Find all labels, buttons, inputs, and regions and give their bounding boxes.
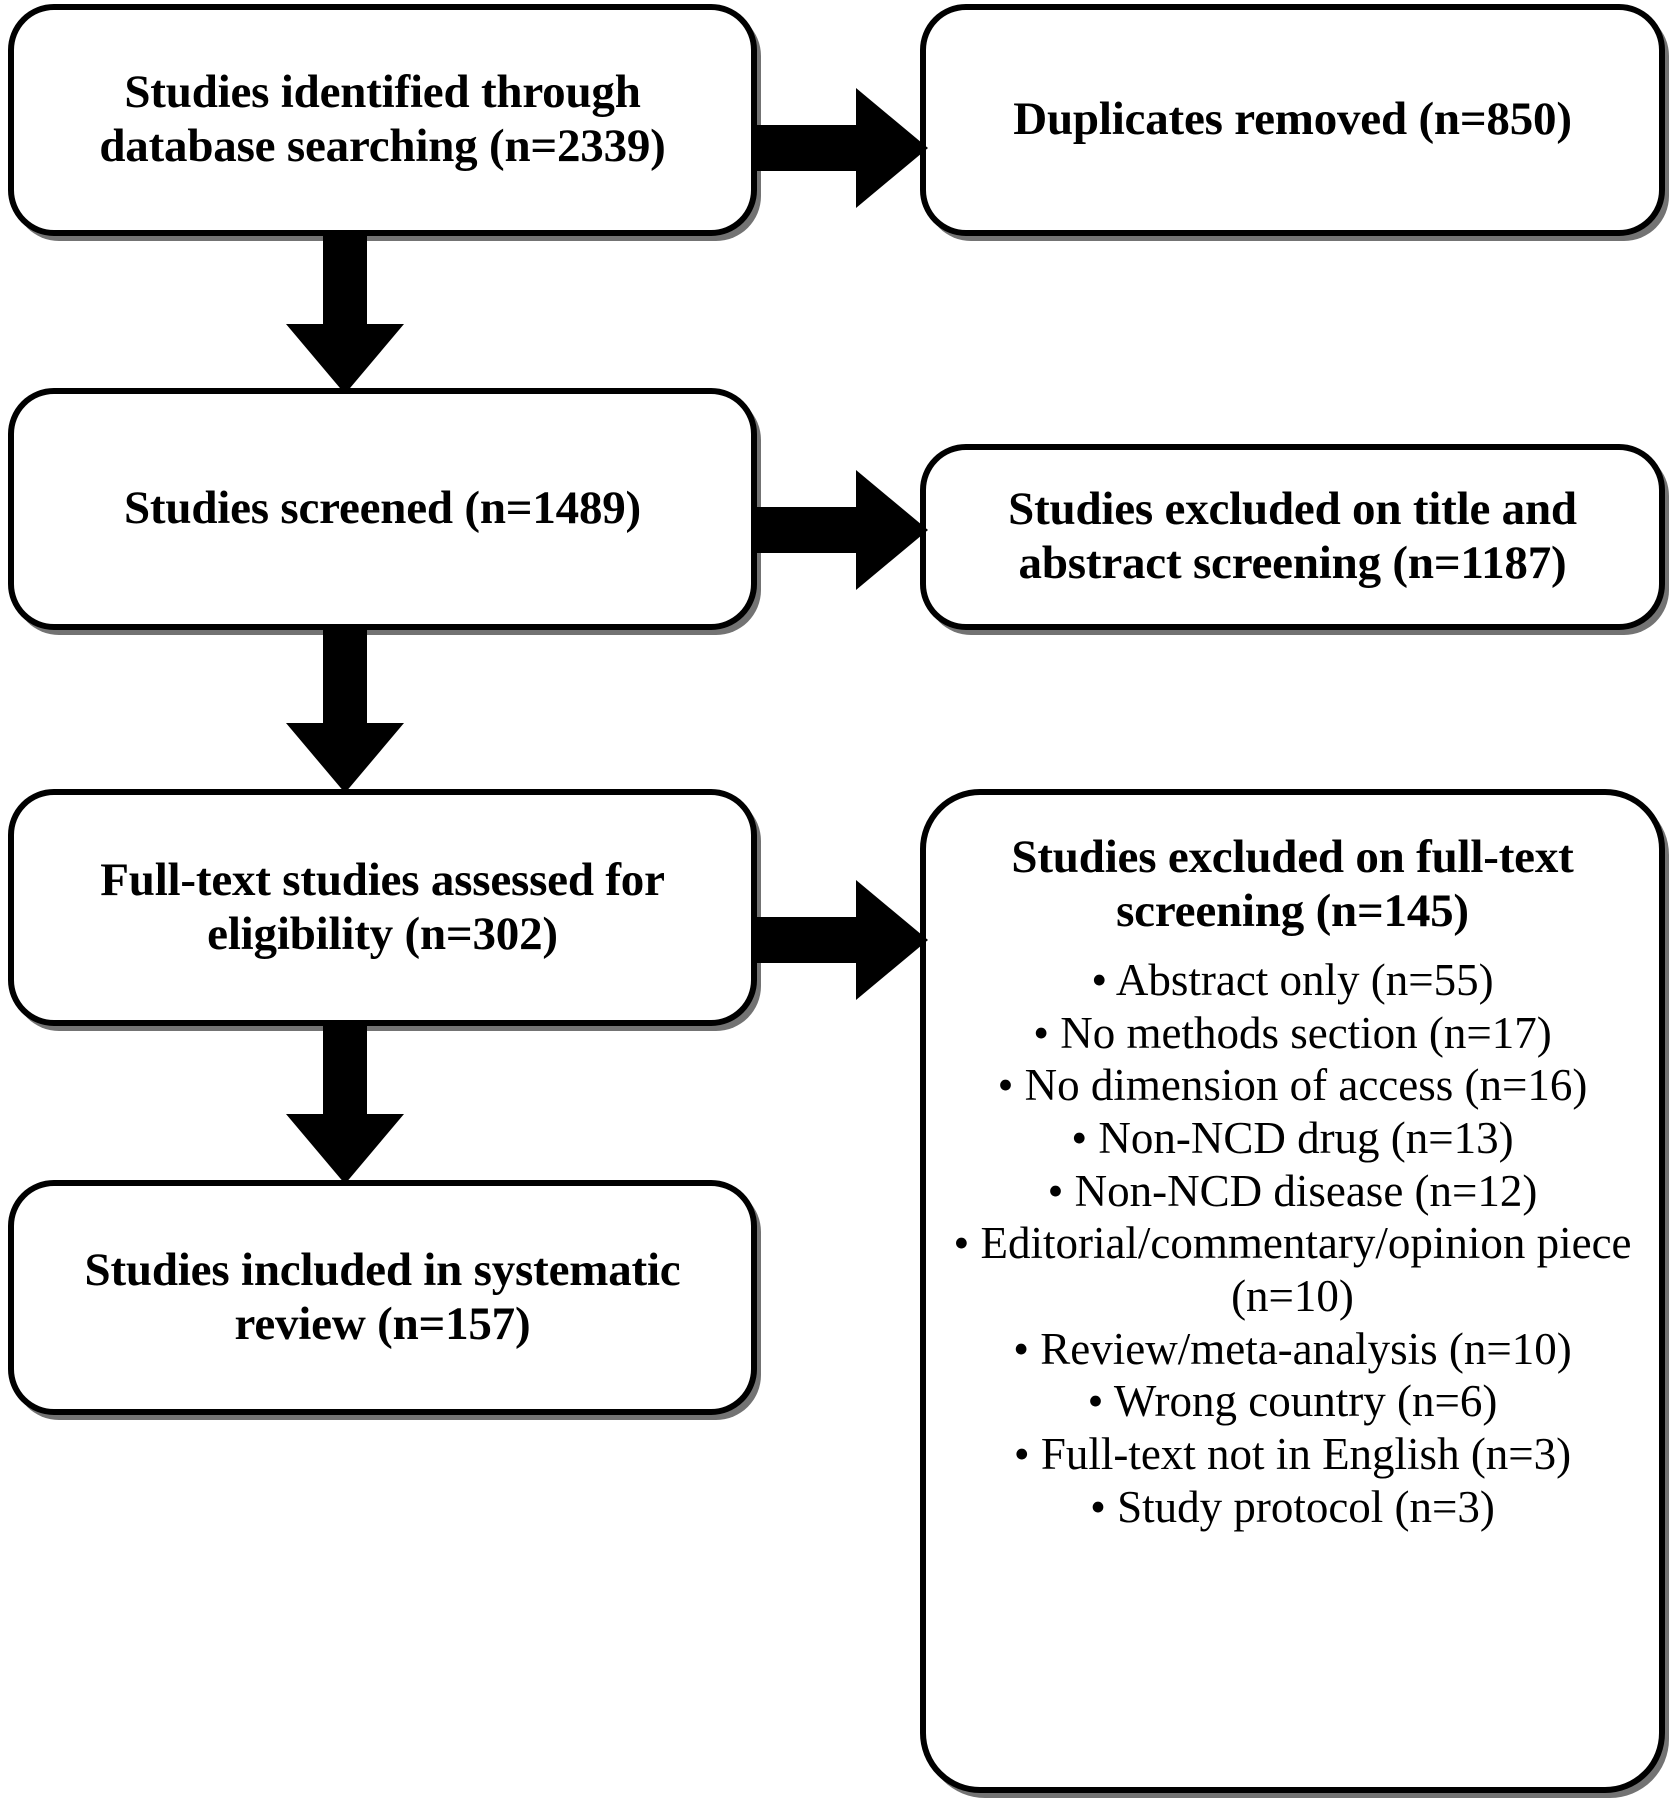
box-studies-included: Studies included in systematic review (n… <box>8 1180 757 1415</box>
arrow-head <box>856 88 928 208</box>
exclusion-reason-item: • Study protocol (n=3) <box>1090 1481 1495 1532</box>
box-duplicates-removed-label: Duplicates removed (n=850) <box>1013 93 1572 146</box>
exclusion-reason-item: • Review/meta-analysis (n=10) <box>1013 1323 1572 1374</box>
exclusion-reason-item: • Editorial/commentary/opinion piece (n=… <box>953 1218 1632 1321</box>
box-studies-included-label: Studies included in systematic review (n… <box>84 1243 681 1350</box>
box-excluded-title-abstract-label: Studies excluded on title and abstract s… <box>1008 483 1577 589</box>
box-excluded-fulltext-label: Studies excluded on full-text screening … <box>1011 831 1574 937</box>
arrow-fulltext-to-excluded-icon <box>752 880 928 1000</box>
box-studies-identified: Studies identified through database sear… <box>8 4 757 236</box>
box-studies-screened-label: Studies screened (n=1489) <box>123 482 642 535</box>
exclusion-reason-item: • Non-NCD drug (n=13) <box>1071 1113 1514 1164</box>
box-fulltext-assessed-label: Full-text studies assessed for eligibili… <box>100 853 665 960</box>
exclusion-reason-item: • Non-NCD disease (n=12) <box>1047 1165 1538 1216</box>
arrow-screened-to-fulltext-icon <box>286 630 404 793</box>
exclusion-reason-item: • No dimension of access (n=16) <box>997 1060 1588 1111</box>
arrow-head <box>286 1114 404 1184</box>
arrow-identified-to-screened-icon <box>286 236 404 394</box>
box-studies-screened: Studies screened (n=1489) <box>8 388 757 630</box>
arrow-shaft <box>752 917 862 963</box>
box-fulltext-assessed: Full-text studies assessed for eligibili… <box>8 789 757 1026</box>
arrow-identified-to-duplicates-icon <box>752 88 928 208</box>
exclusion-reason-item: • No methods section (n=17) <box>1033 1007 1552 1058</box>
box-studies-identified-label: Studies identified through database sear… <box>99 66 666 172</box>
arrow-head <box>286 723 404 793</box>
arrow-shaft <box>323 236 367 328</box>
arrow-head <box>856 470 928 590</box>
exclusion-reasons-list: • Abstract only (n=55)• No methods secti… <box>912 954 1672 1533</box>
exclusion-reason-item: • Wrong country (n=6) <box>1087 1376 1498 1427</box>
arrow-head <box>856 880 928 1000</box>
box-excluded-title-abstract: Studies excluded on title and abstract s… <box>920 444 1665 630</box>
arrow-shaft <box>323 630 367 727</box>
arrow-head <box>286 324 404 394</box>
arrow-shaft <box>752 507 862 553</box>
box-excluded-fulltext: Studies excluded on full-text screening … <box>920 789 1665 1793</box>
arrow-shaft <box>323 1026 367 1118</box>
arrow-screened-to-excluded-icon <box>752 470 928 590</box>
box-duplicates-removed: Duplicates removed (n=850) <box>920 4 1665 236</box>
exclusion-reason-item: • Full-text not in English (n=3) <box>1013 1428 1572 1479</box>
exclusion-reason-item: • Abstract only (n=55) <box>1091 955 1494 1006</box>
arrow-shaft <box>752 125 862 171</box>
arrow-fulltext-to-included-icon <box>286 1026 404 1184</box>
